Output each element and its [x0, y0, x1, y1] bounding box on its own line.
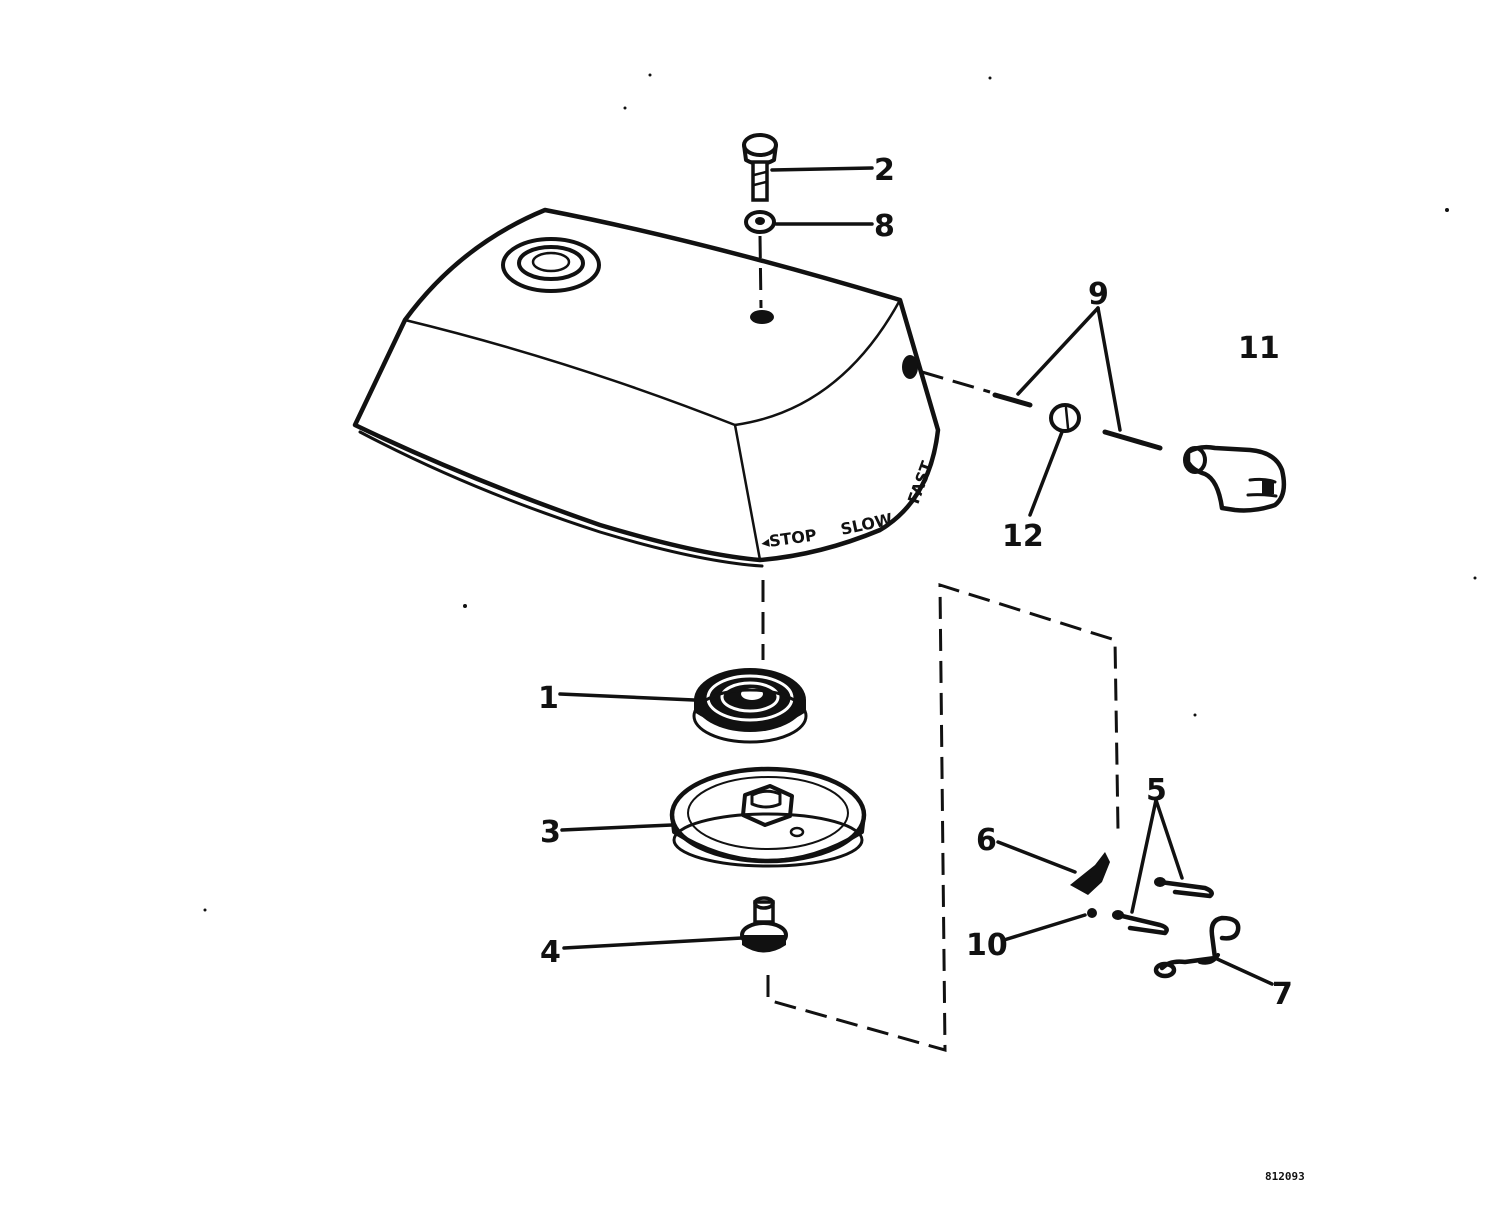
- leader-3: [560, 823, 674, 832]
- assembly-line-shaft: [921, 370, 991, 394]
- cover-side-hole: [902, 355, 918, 379]
- callout-1: 1: [538, 681, 559, 716]
- marking-stop: STOP: [768, 525, 818, 551]
- callout-4: 4: [540, 935, 561, 970]
- leader-9a: [1016, 306, 1100, 396]
- marking-fast: FAST: [904, 459, 937, 507]
- assembly-line-lower: [766, 582, 1120, 1052]
- assembly-line-screw: [758, 235, 763, 309]
- leader-5a: [1154, 798, 1184, 880]
- leader-12: [1028, 430, 1064, 517]
- part-pin-b: [1102, 429, 1163, 451]
- print-specks: [203, 73, 1477, 912]
- part-link-rod: [1153, 915, 1241, 979]
- callout-2: 2: [874, 153, 895, 188]
- part-pin-a: [992, 392, 1033, 408]
- callout-3: 3: [540, 815, 561, 850]
- callout-12: 12: [1002, 519, 1044, 554]
- part-knob: [1183, 444, 1287, 513]
- callout-10: 10: [966, 928, 1008, 963]
- leader-1: [558, 692, 696, 702]
- part-rewind-spring: [692, 668, 808, 744]
- leader-2: [770, 166, 874, 172]
- leader-7: [1213, 956, 1274, 986]
- part-center-bolt: [740, 896, 788, 953]
- part-screw: [742, 133, 778, 202]
- engine-cover: ◂STOP SLOW FAST: [352, 207, 941, 568]
- leader-6: [996, 840, 1077, 874]
- leader-5b: [1130, 798, 1158, 914]
- cover-mount-hole: [750, 310, 774, 324]
- svg-text:◂STOP: ◂STOP: [760, 525, 818, 552]
- part-bushing: [1049, 403, 1081, 433]
- callout-8: 8: [874, 209, 895, 244]
- callout-11: 11: [1238, 331, 1280, 366]
- callout-7: 7: [1272, 977, 1293, 1012]
- part-washer: [744, 210, 776, 234]
- part-link-ball: [1087, 908, 1097, 918]
- leader-4: [562, 936, 744, 950]
- leader-10: [1002, 913, 1087, 942]
- part-retainer-clips: [1112, 877, 1214, 936]
- filler-cap-icon: [501, 237, 601, 293]
- reference-number: 812093: [1265, 1170, 1305, 1183]
- callout-5: 5: [1146, 773, 1167, 808]
- leader-9b: [1096, 306, 1122, 432]
- marking-stop-arrow: ◂: [760, 532, 771, 552]
- callout-9: 9: [1088, 277, 1109, 312]
- callout-6: 6: [976, 823, 997, 858]
- part-link-clip: [1070, 852, 1110, 895]
- part-pulley: [669, 766, 867, 868]
